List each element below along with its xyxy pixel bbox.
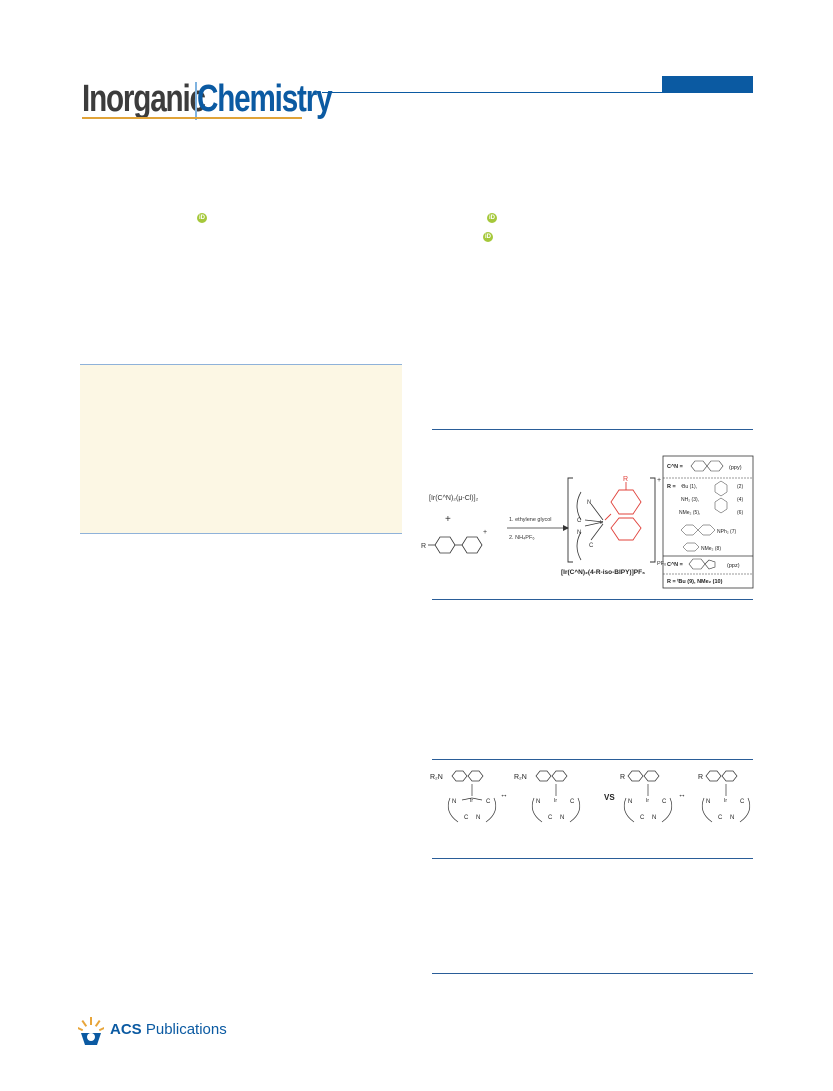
dimer-label: [Ir(C^N)₂(μ-Cl)]₂ [429, 495, 479, 502]
r-item: ᵗBu (1), [681, 484, 697, 490]
c-label: C [464, 815, 469, 821]
scheme1-figure: [Ir(C^N)₂(μ-Cl)]₂ + R + 1. ethylene glyc… [421, 455, 754, 589]
r-item: NPh₂ (7) [717, 529, 737, 535]
iridium-label: Ir [600, 520, 603, 526]
right-bracket [650, 477, 656, 563]
ligand-r-label: R [623, 476, 628, 483]
r-item: (6) [737, 510, 743, 516]
resonance-arrow: ↔ [500, 790, 508, 799]
header-rule [322, 92, 752, 93]
r2-line: R = ᵗBu (9), NMe₂ (10) [667, 578, 723, 585]
resonance-structure-4 [701, 770, 751, 823]
ligand-n-top: N [587, 500, 591, 506]
publications-wordmark: Publications [145, 1021, 227, 1038]
n-label: N [652, 815, 656, 821]
ir-label: Ir [470, 798, 473, 804]
n-label: N [730, 815, 734, 821]
step1-label: 1. ethylene glycol [509, 517, 552, 523]
resonance-arrow: ↔ [678, 790, 686, 799]
header-accent-bar [662, 76, 753, 93]
journal-logo: InorganicChemistry [82, 74, 369, 124]
cn2-label: C^N = [667, 562, 683, 568]
acs-publications-wordmark[interactable]: ACS Publications [110, 1021, 227, 1038]
c-label: C [486, 799, 491, 805]
journal-title-word1: Inorganic [82, 78, 206, 120]
ir-label: Ir [554, 798, 557, 804]
ligand-n-bottom: N [577, 530, 581, 536]
step2-label: 2. NH₄PF₆ [509, 535, 535, 541]
complex-charge: + [657, 477, 661, 484]
orcid-icon[interactable]: iD [483, 232, 493, 242]
ir-label: Ir [724, 798, 727, 804]
ligand-c-left: C [577, 518, 582, 524]
n-label: N [560, 815, 564, 821]
r-label: R [421, 543, 426, 550]
metal-core [576, 491, 604, 561]
logo-underline [82, 117, 302, 119]
cn1-label: C^N = [667, 464, 683, 470]
r-item: (4) [737, 497, 743, 503]
c-label: C [640, 815, 645, 821]
versus-label: VS [604, 793, 615, 802]
anion-label: PF₆ [657, 561, 666, 567]
ppz-structure [688, 558, 716, 570]
r-item: (2) [737, 484, 743, 490]
ligand-c-bottom: C [589, 543, 594, 549]
n-label: N [476, 815, 480, 821]
substituent-panel [662, 455, 754, 589]
c-label: C [548, 815, 553, 821]
r-label: R [620, 774, 625, 781]
scheme2-figure: R₂N Ir N C C N ↔ R₂N Ir N C C N VS R Ir … [430, 770, 751, 823]
product-label: [Ir(C^N)₂(4-R-iso-BIPY)]PF₆ [561, 568, 645, 576]
scheme2-top-rule [432, 759, 753, 760]
plus-sign: + [445, 514, 451, 525]
r-item: NMe₂ (8) [701, 546, 721, 552]
c-label: C [740, 799, 745, 805]
resonance-structure-3 [623, 770, 673, 823]
scheme2-bottom-rule [432, 858, 753, 859]
charge-sign: + [483, 529, 487, 536]
n-label: N [536, 799, 540, 805]
scheme1-top-rule [432, 429, 753, 430]
r2n-plus-label: R₂N [514, 774, 527, 781]
r-item: NH₂ (3), [681, 497, 699, 503]
left-bracket [567, 477, 573, 563]
cn1-name: (ppy) [729, 465, 742, 471]
figure3-bottom-rule [432, 973, 753, 974]
iso-bipy-ligand [604, 482, 642, 541]
r-item: NMe₂ (5), [679, 510, 700, 516]
resonance-structure-2 [531, 770, 581, 823]
morpholine-structure [714, 480, 728, 514]
acs-logo-icon [78, 1017, 104, 1045]
carbazole-structure [680, 524, 716, 536]
c-label: C [718, 815, 723, 821]
n-label: N [628, 799, 632, 805]
bipyridinium-structure: + [428, 529, 487, 554]
ir-label: Ir [646, 798, 649, 804]
logo-separator [195, 82, 197, 120]
n-label: N [706, 799, 710, 805]
orcid-icon[interactable]: iD [197, 213, 207, 223]
arrowhead [563, 525, 569, 531]
r-header: R = [667, 484, 676, 490]
scheme1-bottom-rule [432, 599, 753, 600]
aniline-structure [682, 542, 700, 552]
abstract-box [80, 364, 402, 534]
resonance-structure-1 [447, 770, 497, 823]
r-label: R [698, 774, 703, 781]
c-label: C [570, 799, 575, 805]
journal-title-word2: Chemistry [196, 78, 333, 120]
orcid-icon[interactable]: iD [487, 213, 497, 223]
cn2-name: (ppz) [727, 563, 740, 569]
acs-wordmark: ACS [110, 1021, 142, 1038]
r2n-label: R₂N [430, 774, 443, 781]
ppy-structure [690, 460, 724, 472]
c-label: C [662, 799, 667, 805]
n-label: N [452, 799, 456, 805]
